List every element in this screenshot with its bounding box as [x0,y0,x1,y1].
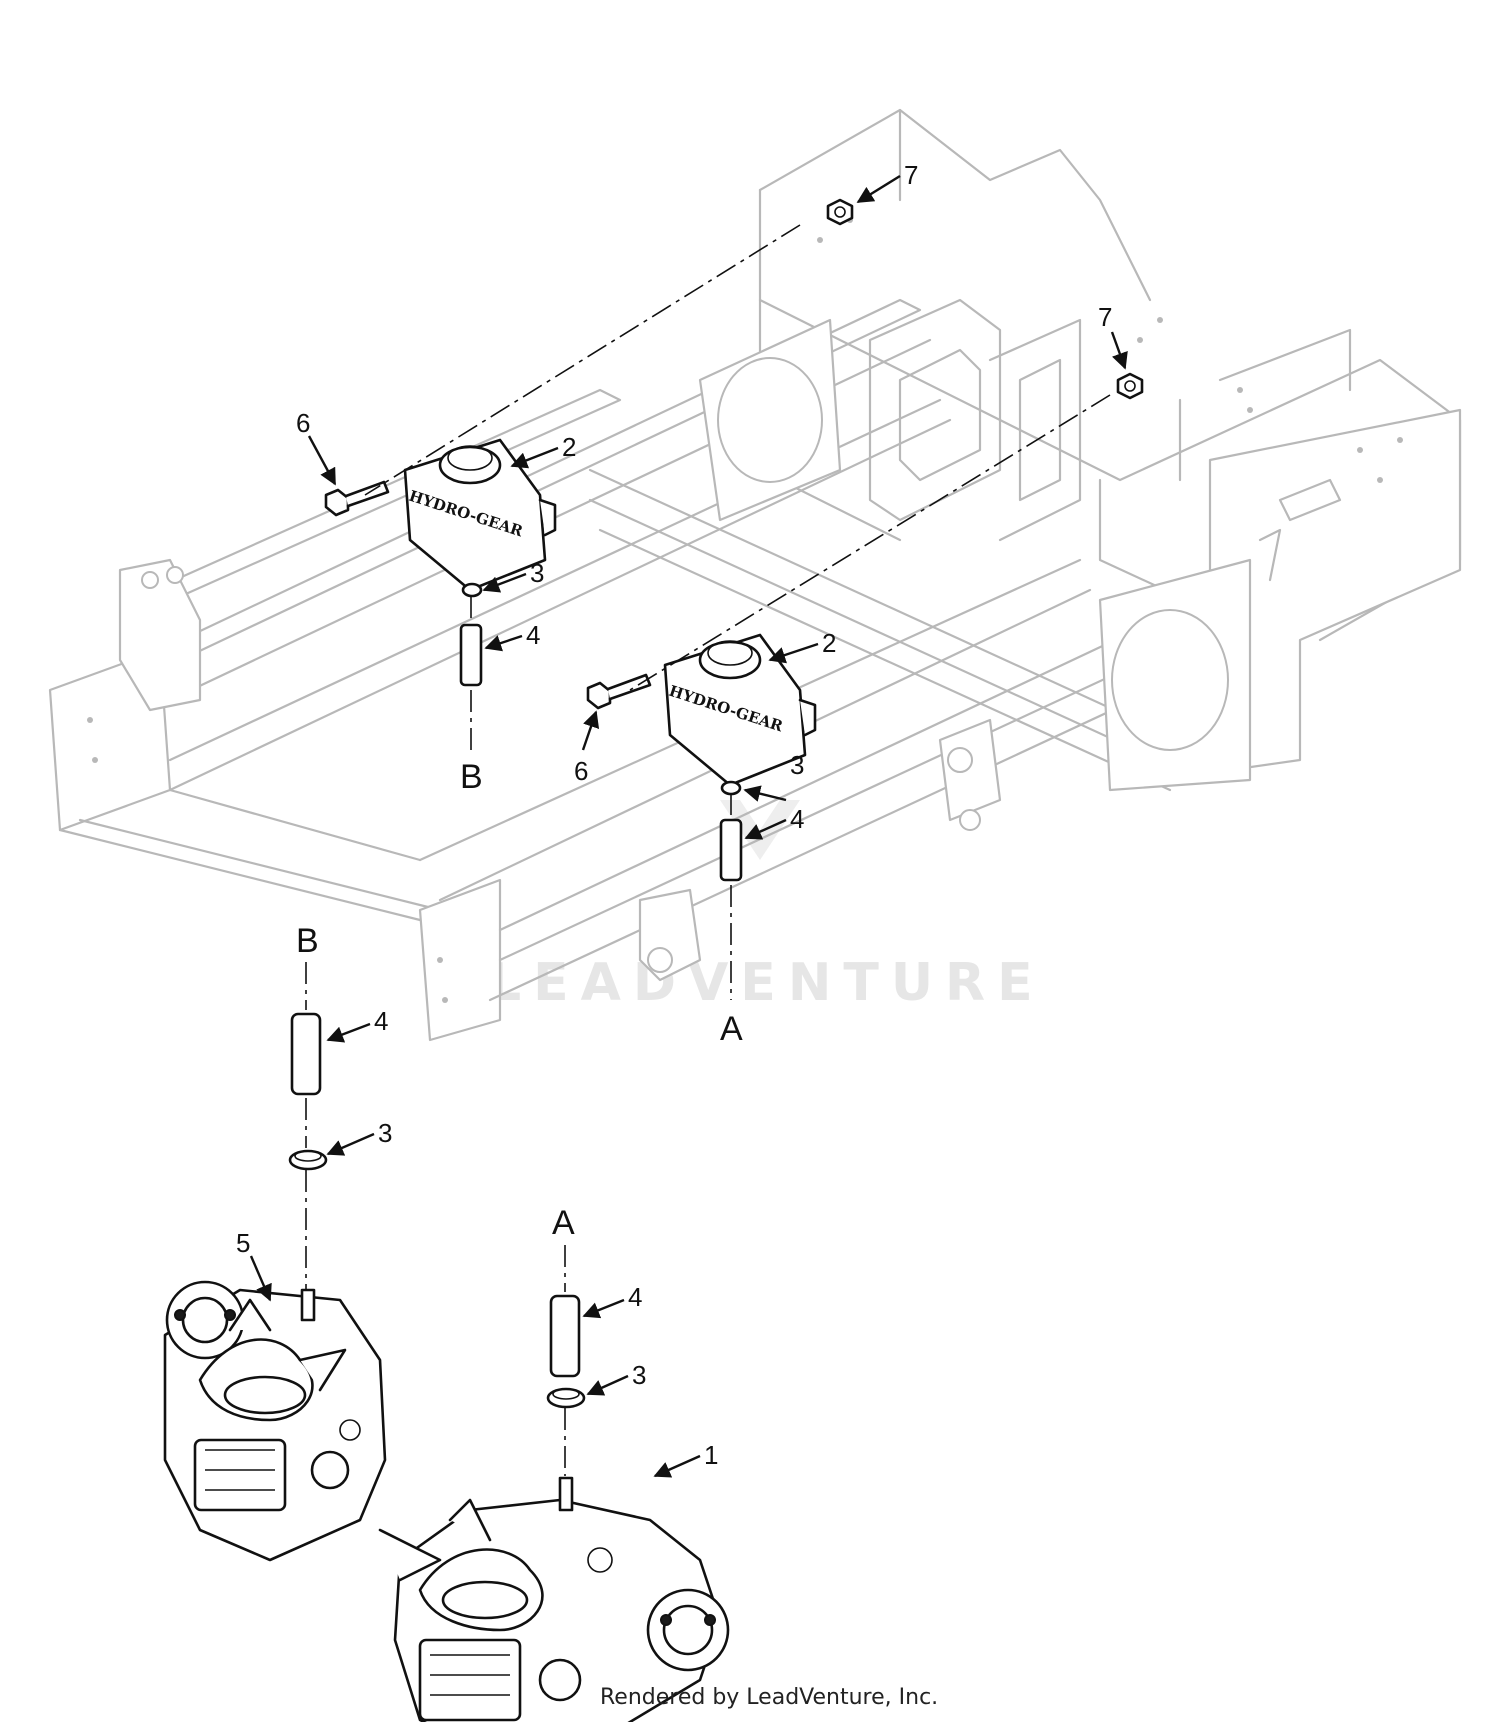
callout-7-upper: 7 [904,160,918,190]
ref-letter-a-lower: A [552,1204,575,1242]
reference-letters: B A B A [296,758,743,1242]
transaxle-right [378,1476,730,1722]
callout-2-upper: 2 [562,432,576,462]
ref-letter-b-lower: B [296,922,319,960]
assembly-lines [305,224,1111,1476]
callout-3-upper: 3 [530,558,544,588]
reservoir-lower: HYDRO-GEAR [663,633,817,787]
ref-letter-b-upper: B [460,758,483,796]
callout-3-a-bottom: 3 [632,1360,646,1390]
hose-b-bottom [290,1012,322,1096]
hose-clamp-a-top [720,780,742,796]
reservoir-upper: HYDRO-GEAR [403,438,557,592]
watermark-text: LEADVENTURE [488,953,1045,1013]
callout-4-lower: 4 [790,804,804,834]
hose-clamp-b-bottom [288,1149,328,1171]
callout-2-lower: 2 [822,628,836,658]
callout-5: 5 [236,1228,250,1258]
leader-arrows [249,174,1128,1478]
mower-frame [48,108,1462,1042]
transaxle-left [163,1280,387,1562]
callout-3-lower: 3 [790,750,804,780]
callout-numbers: 7 7 2 6 3 4 2 6 3 4 4 3 5 4 3 1 [236,160,1112,1470]
hose-clamp-b-top [461,582,483,598]
watermark-logo: LEADVENTURE [488,800,1045,1013]
callout-4-upper: 4 [526,620,540,650]
callout-6-lower: 6 [574,756,588,786]
footer-credit: Rendered by LeadVenture, Inc. [600,1685,938,1710]
bolt-lower [586,673,652,710]
callout-4-a-bottom: 4 [628,1282,642,1312]
hose-a-bottom [549,1294,581,1378]
hose-clamp-a-bottom [546,1387,586,1409]
callout-7-lower: 7 [1098,302,1112,332]
ref-letter-a-upper: A [720,1010,743,1048]
hose-a-top [719,818,743,882]
flange-nut-lower [1116,372,1144,400]
callout-3-b-bottom: 3 [378,1118,392,1148]
hose-b-top [459,623,483,687]
callout-4-b-bottom: 4 [374,1006,388,1036]
flange-nut-upper [826,198,854,226]
callout-1: 1 [704,1440,718,1470]
callout-6-upper: 6 [296,408,310,438]
